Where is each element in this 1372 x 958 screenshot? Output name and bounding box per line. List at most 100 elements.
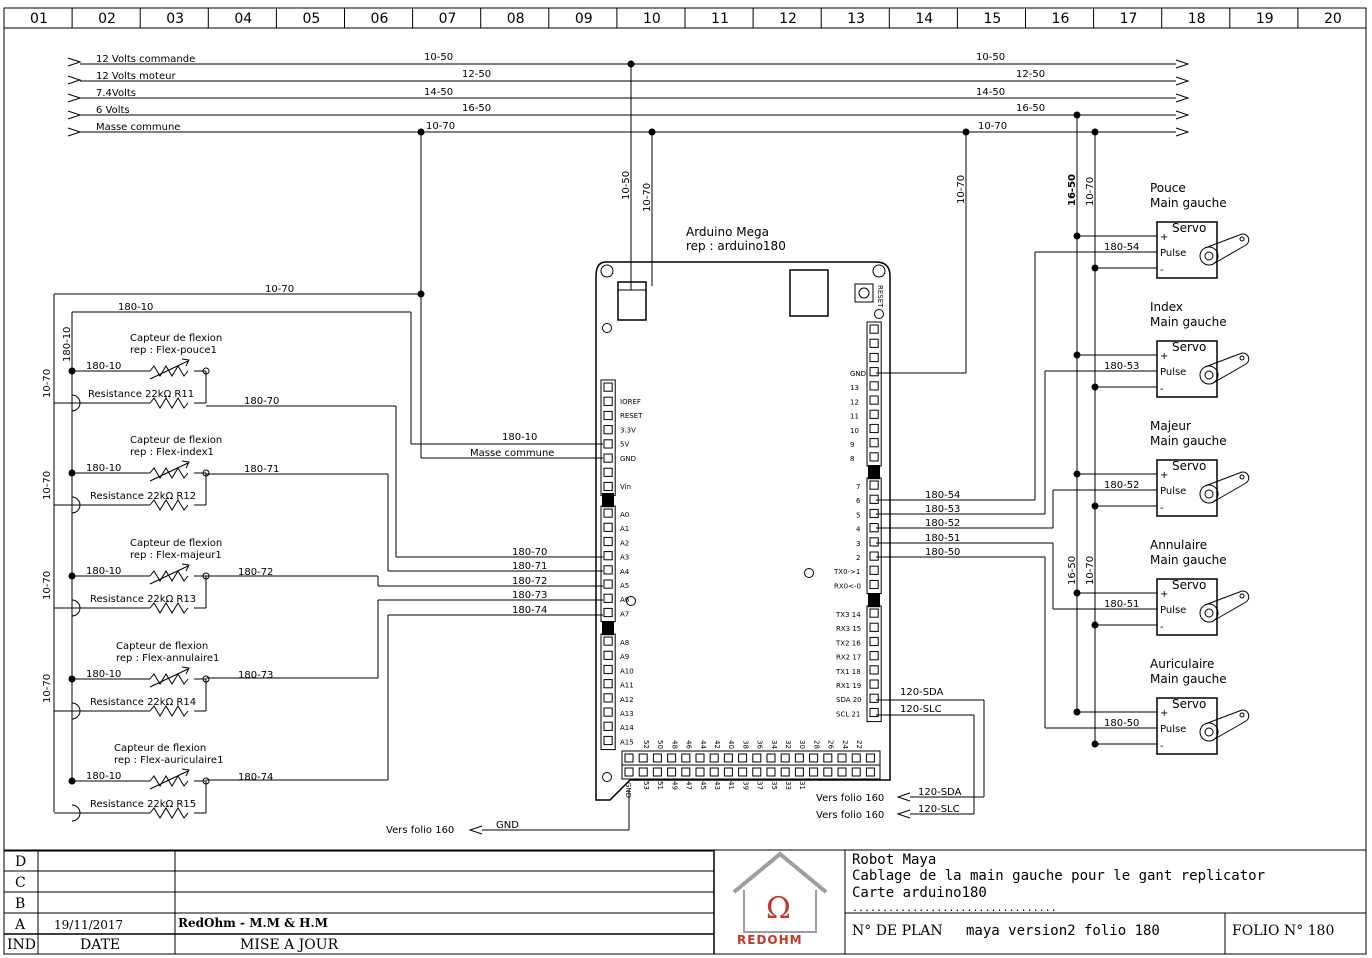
servo-plus: + bbox=[1160, 708, 1168, 719]
header-pin bbox=[603, 396, 613, 406]
header-pin bbox=[869, 565, 879, 575]
column-number: 11 bbox=[711, 11, 729, 27]
bottom-pin-label: 32 bbox=[784, 740, 792, 749]
servo-signal-wire: 180-50 bbox=[1104, 718, 1139, 729]
column-number: 01 bbox=[30, 11, 48, 27]
drop-label-10-70-servo: 10-70 bbox=[1085, 177, 1096, 206]
power-pin-label: RESET bbox=[620, 412, 643, 420]
header-pin bbox=[869, 480, 879, 490]
header-pin bbox=[809, 753, 819, 763]
offpage-scl-wire: 120-SLC bbox=[918, 804, 960, 815]
rail-7-4v: 7.4Volts 14-50 14-50 bbox=[67, 87, 1190, 103]
header-pin bbox=[603, 593, 613, 603]
bottom-pin-label: 31 bbox=[798, 781, 806, 790]
arduino-ref: rep : arduino180 bbox=[686, 239, 786, 253]
analog-pin-label: A12 bbox=[620, 696, 634, 704]
resistor-symbol bbox=[149, 397, 189, 409]
wire-label-10-70-top: 10-70 bbox=[265, 284, 294, 295]
sheet-border bbox=[3, 7, 1367, 955]
column-number: 09 bbox=[575, 11, 593, 27]
column-number: 12 bbox=[779, 11, 797, 27]
rail-ref-left: 10-50 bbox=[424, 52, 453, 63]
vlabel-10-70-1: 10-70 bbox=[42, 369, 53, 398]
power-pin-label: GND bbox=[620, 455, 636, 463]
flex-resistor-symbol bbox=[149, 365, 189, 377]
drop-label-16-50: 16-50 bbox=[1067, 174, 1078, 206]
header-pin bbox=[869, 537, 879, 547]
header-pin bbox=[869, 381, 879, 391]
bottom-pin-label: 34 bbox=[770, 740, 778, 749]
maj-header: MISE A JOUR bbox=[240, 937, 339, 953]
bottom-pin-label: 48 bbox=[670, 740, 678, 749]
resistor-symbol bbox=[149, 602, 189, 614]
header-pin bbox=[603, 522, 613, 532]
header-pin bbox=[603, 607, 613, 618]
power-pin-label: IOREF bbox=[620, 398, 641, 406]
bottom-pin-label: 47 bbox=[685, 781, 693, 790]
servo-hand: Main gauche bbox=[1150, 315, 1227, 329]
header-pin bbox=[603, 439, 613, 449]
bottom-pin-label: 50 bbox=[656, 740, 664, 749]
header-pin bbox=[695, 753, 705, 763]
wire-crossing bbox=[71, 702, 81, 720]
header-gap bbox=[602, 493, 614, 508]
comm-pin-label: TX3 14 bbox=[835, 611, 861, 619]
header-gap bbox=[868, 465, 880, 480]
header-pin bbox=[652, 753, 662, 763]
servo-hand: Main gauche bbox=[1150, 553, 1227, 567]
wire-label-p3: 180-51 bbox=[925, 533, 960, 544]
sensor-in-wire: 180-10 bbox=[86, 566, 121, 577]
header-pin bbox=[869, 395, 879, 405]
column-number: 14 bbox=[915, 11, 933, 27]
header-pin bbox=[865, 753, 875, 763]
wire-crossing bbox=[71, 804, 81, 822]
offpage-sda-wire: 120-SDA bbox=[918, 787, 962, 798]
resistor-label: Resistance 22kΩ R11 bbox=[88, 389, 194, 400]
servo-minus: - bbox=[1160, 265, 1164, 276]
bottom-pin-label: 45 bbox=[699, 781, 707, 790]
header-pin bbox=[869, 338, 879, 348]
rail-label: 6 Volts bbox=[96, 105, 130, 116]
bottom-pin-label: 37 bbox=[756, 781, 764, 790]
header-pin bbox=[837, 767, 847, 777]
servo-signal-wire: 180-51 bbox=[1104, 599, 1139, 610]
wire-label-scl: 120-SLC bbox=[900, 704, 942, 715]
column-number: 02 bbox=[98, 11, 116, 27]
digital-pin-label: 6 bbox=[856, 497, 861, 505]
digital-pin-label: TX0->1 bbox=[833, 568, 860, 576]
bottom-pin-label: 51 bbox=[656, 781, 664, 790]
servo-finger: Annulaire bbox=[1150, 538, 1207, 552]
rail-label: Masse commune bbox=[96, 122, 180, 133]
reset-label: RESET bbox=[876, 285, 884, 308]
header-pin bbox=[681, 767, 691, 777]
servo-box bbox=[1156, 578, 1218, 636]
reset-button[interactable] bbox=[854, 283, 874, 303]
bottom-pin-label: 43 bbox=[713, 781, 721, 790]
analog-pin-label: A5 bbox=[620, 582, 629, 590]
header-pin bbox=[603, 679, 613, 689]
rail-label: 12 Volts moteur bbox=[96, 71, 176, 82]
header-pin bbox=[603, 565, 613, 575]
column-number: 03 bbox=[166, 11, 184, 27]
wire-crossing bbox=[71, 394, 81, 412]
analog-pin-label: A13 bbox=[620, 710, 634, 718]
header-pin bbox=[869, 665, 879, 675]
column-number: 13 bbox=[847, 11, 865, 27]
servo-label: Servo bbox=[1172, 459, 1206, 473]
header-pin bbox=[603, 664, 613, 675]
header-pin bbox=[603, 650, 613, 660]
header-pin bbox=[638, 767, 648, 777]
comm-pin-label: RX1 19 bbox=[836, 682, 861, 690]
servo-label: Servo bbox=[1172, 697, 1206, 711]
header-pin bbox=[603, 721, 613, 731]
servo-minus: - bbox=[1160, 622, 1164, 633]
bottom-pin-label: 38 bbox=[741, 740, 749, 749]
header-pin bbox=[603, 707, 613, 717]
servo-plus: + bbox=[1160, 232, 1168, 243]
